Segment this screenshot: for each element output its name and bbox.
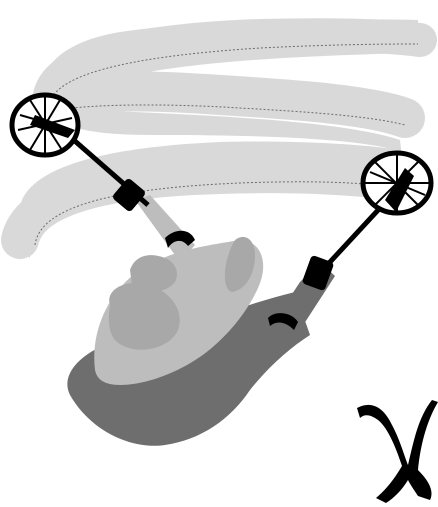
x-mark-icon <box>357 400 438 503</box>
person-left-arm <box>135 195 195 262</box>
person-silhouette <box>67 195 335 446</box>
x-mark-shape <box>357 400 438 503</box>
sweep-band-lower <box>20 174 400 240</box>
